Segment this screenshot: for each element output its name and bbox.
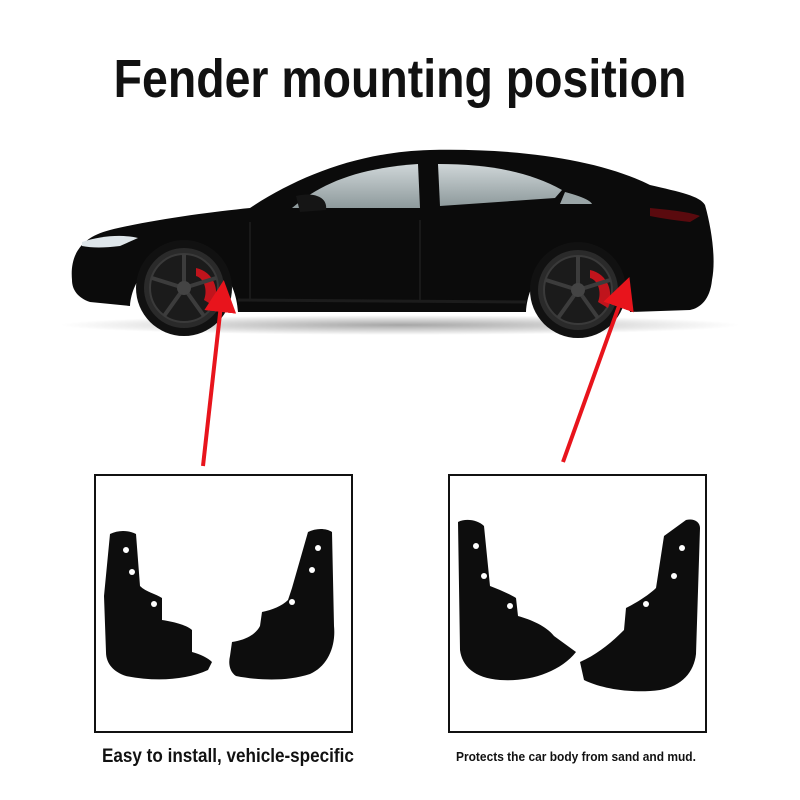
car-window-front <box>292 164 420 208</box>
front-wheel <box>136 240 232 336</box>
product-panel-left <box>94 474 353 733</box>
car-mirror <box>296 194 327 212</box>
car-rocker <box>237 298 527 304</box>
product-panel-right <box>448 474 707 733</box>
mud-flap-left <box>104 531 212 680</box>
mud-flap-right <box>229 529 335 680</box>
mud-flaps-rear-image <box>458 519 700 692</box>
caption-left: Easy to install, vehicle-specific <box>102 746 354 767</box>
car-image <box>60 149 740 338</box>
mud-flap-right <box>580 519 700 692</box>
rear-wheel <box>530 242 626 338</box>
car-window-rear <box>438 164 562 206</box>
car-door-line <box>249 220 421 300</box>
mud-flap-left <box>458 519 576 681</box>
page-title: Fender mounting position <box>113 49 687 109</box>
car-window-quarter <box>560 192 592 204</box>
mud-flaps-front-image <box>104 529 335 680</box>
caption-right: Protects the car body from sand and mud. <box>456 749 696 764</box>
car-headlight <box>82 235 138 248</box>
car-taillight <box>650 208 700 222</box>
